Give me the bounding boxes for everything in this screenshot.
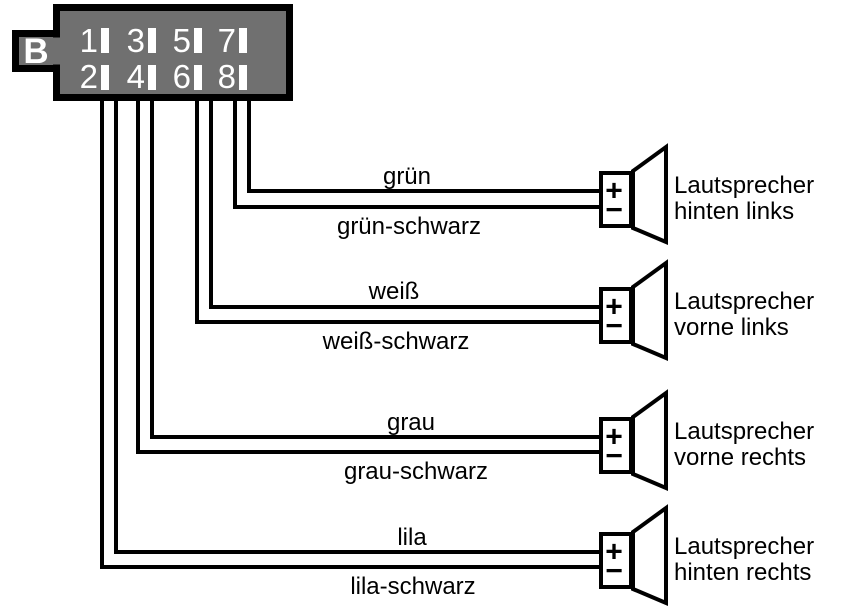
speaker-name-line1: Lautsprecher	[674, 533, 814, 560]
pin-row-top: 1 3 5 7	[80, 22, 247, 59]
speaker-vorne-rechts: + − Lautsprecher vorne rechts	[599, 389, 814, 492]
pin-number-5: 5	[173, 22, 191, 59]
pin-slot-3	[148, 28, 156, 53]
minus-terminal-label: −	[605, 555, 623, 588]
speaker-terminal-box	[599, 171, 633, 228]
pin-slot-5	[194, 28, 202, 53]
speaker-hinten-links: + − Lautsprecher hinten links	[599, 143, 814, 246]
wire-label-lila-schwarz: lila-schwarz	[350, 573, 475, 600]
speaker-name-line2: hinten links	[674, 198, 794, 225]
minus-terminal-label: −	[605, 310, 623, 343]
speaker-horn-icon	[631, 259, 668, 362]
plus-terminal-label: +	[605, 175, 623, 208]
speaker-terminal-box	[599, 532, 633, 589]
wire-label-gruen: grün	[383, 163, 431, 190]
wire-gruen	[247, 97, 599, 193]
pin-row-bottom: 2 4 6 8	[80, 58, 247, 95]
pin-slot-8	[239, 65, 247, 90]
plus-terminal-label: +	[605, 291, 623, 324]
pin-number-2: 2	[80, 58, 98, 95]
wire-grau	[150, 97, 599, 439]
wire-weiss-schwarz	[195, 97, 599, 324]
wire-labels: grün grün-schwarz weiß weiß-schwarz grau…	[322, 163, 488, 600]
wire-lila	[114, 97, 599, 554]
pin-slot-7	[239, 28, 247, 53]
pin-number-1: 1	[80, 22, 98, 59]
wire-label-weiss-schwarz: weiß-schwarz	[322, 328, 470, 355]
pin-slot-6	[194, 65, 202, 90]
speaker-name-line1: Lautsprecher	[674, 418, 814, 445]
speaker-hinten-rechts: + − Lautsprecher hinten rechts	[599, 504, 814, 607]
speaker-horn-icon	[631, 143, 668, 246]
pin-number-3: 3	[127, 22, 145, 59]
connector-chamber-label: B	[23, 32, 48, 71]
wire-label-gruen-schwarz: grün-schwarz	[337, 213, 481, 240]
plus-terminal-label: +	[605, 536, 623, 569]
wire-label-grau-schwarz: grau-schwarz	[344, 458, 488, 485]
connector-body	[53, 4, 293, 101]
plus-terminal-label: +	[605, 421, 623, 454]
connector-tab-joint	[48, 37, 64, 65]
speaker-name-line2: vorne rechts	[674, 444, 806, 471]
speaker-horn-icon	[631, 389, 668, 492]
speaker-horn-icon	[631, 504, 668, 607]
pin-number-6: 6	[173, 58, 191, 95]
minus-terminal-label: −	[605, 440, 623, 473]
pin-number-7: 7	[218, 22, 236, 59]
wires	[100, 97, 599, 569]
wire-grau-schwarz	[136, 97, 599, 454]
speaker-vorne-links: + − Lautsprecher vorne links	[599, 259, 814, 362]
speaker-name-line1: Lautsprecher	[674, 288, 814, 315]
speaker-terminal-box	[599, 287, 633, 344]
wire-gruen-schwarz	[233, 97, 599, 209]
speaker-name-line2: vorne links	[674, 314, 789, 341]
wire-weiss	[209, 97, 599, 309]
wire-lila-schwarz	[100, 97, 599, 569]
pin-slot-1	[101, 28, 109, 53]
iso-connector-block: B 1 3 5 7 2 4 6 8	[12, 4, 293, 101]
minus-terminal-label: −	[605, 194, 623, 227]
speaker-name-line2: hinten rechts	[674, 559, 811, 586]
wire-label-weiss: weiß	[368, 278, 420, 305]
pin-slot-4	[148, 65, 156, 90]
speaker-terminal-box	[599, 417, 633, 474]
pin-number-8: 8	[218, 58, 236, 95]
pin-slot-2	[101, 65, 109, 90]
wire-label-lila: lila	[397, 524, 427, 551]
wire-label-grau: grau	[387, 409, 435, 436]
pin-number-4: 4	[127, 58, 145, 95]
speaker-name-line1: Lautsprecher	[674, 172, 814, 199]
